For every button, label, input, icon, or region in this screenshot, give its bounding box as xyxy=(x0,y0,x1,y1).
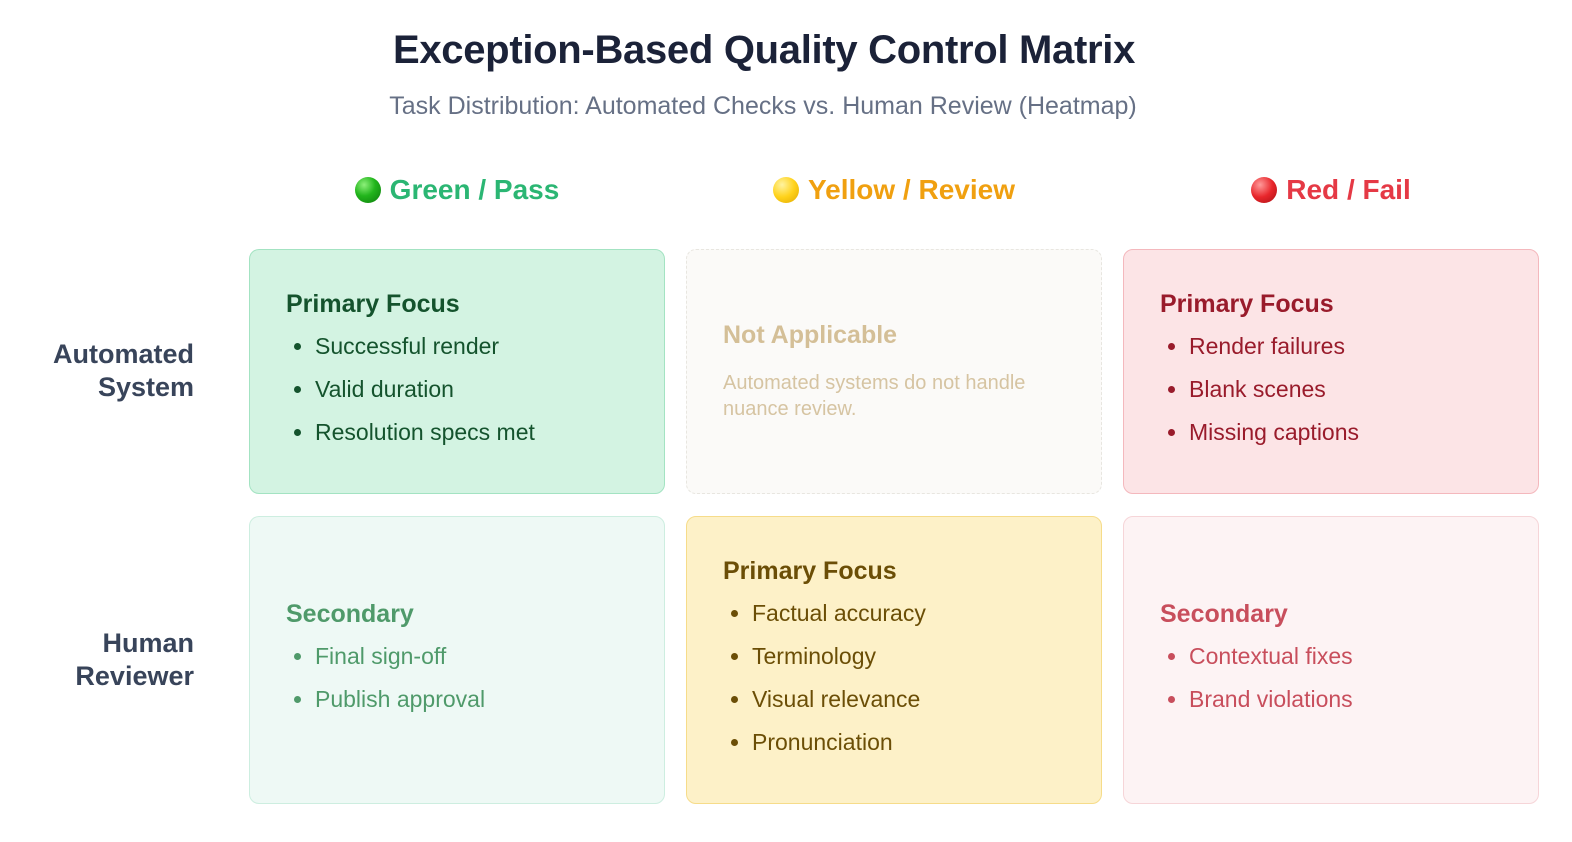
cell-list: Factual accuracy Terminology Visual rele… xyxy=(723,592,1065,764)
row-label-line: System xyxy=(97,372,194,402)
row-label-line: Automated xyxy=(53,339,194,369)
list-item: Resolution specs met xyxy=(286,411,628,454)
cell-human-green: Secondary Final sign-off Publish approva… xyxy=(249,516,665,804)
cell-human-yellow: Primary Focus Factual accuracy Terminolo… xyxy=(686,516,1102,804)
row-label-automated-system: Automated System xyxy=(0,338,194,404)
red-circle-icon xyxy=(1251,177,1278,203)
cell-automated-green: Primary Focus Successful render Valid du… xyxy=(249,249,665,494)
list-item: Pronunciation xyxy=(723,721,1065,764)
list-item: Brand violations xyxy=(1160,678,1502,721)
cell-description: Automated systems do not handle nuance r… xyxy=(723,372,1026,420)
page-title: Exception-Based Quality Control Matrix xyxy=(392,28,1136,72)
list-item: Visual relevance xyxy=(723,678,1065,721)
list-item: Factual accuracy xyxy=(723,592,1065,635)
list-item: Final sign-off xyxy=(286,635,628,678)
list-item: Missing captions xyxy=(1160,411,1502,454)
row-label-human-reviewer: Human Reviewer xyxy=(0,627,194,693)
cell-title: Primary Focus xyxy=(723,556,897,585)
cell-human-red: Secondary Contextual fixes Brand violati… xyxy=(1123,516,1539,804)
cell-list: Successful render Valid duration Resolut… xyxy=(286,325,628,454)
column-header-label: Green / Pass xyxy=(389,174,560,205)
list-item: Terminology xyxy=(723,635,1065,678)
cell-title: Secondary xyxy=(286,599,414,628)
cell-title: Primary Focus xyxy=(286,289,460,318)
row-label-line: Reviewer xyxy=(75,661,194,691)
cell-list: Contextual fixes Brand violations xyxy=(1160,635,1502,721)
green-circle-icon xyxy=(354,177,381,203)
list-item: Valid duration xyxy=(286,368,628,411)
list-item: Contextual fixes xyxy=(1160,635,1502,678)
list-item: Blank scenes xyxy=(1160,368,1502,411)
column-header-label: Yellow / Review xyxy=(808,174,1015,205)
column-header-green: Green / Pass xyxy=(249,174,665,206)
cell-automated-red: Primary Focus Render failures Blank scen… xyxy=(1123,249,1539,494)
column-header-red: Red / Fail xyxy=(1123,174,1539,206)
list-item: Successful render xyxy=(286,325,628,368)
cell-automated-yellow: Not Applicable Automated systems do not … xyxy=(686,249,1102,494)
cell-title: Not Applicable xyxy=(723,321,898,349)
column-header-label: Red / Fail xyxy=(1286,174,1411,205)
list-item: Publish approval xyxy=(286,678,628,721)
cell-title: Secondary xyxy=(1160,599,1288,628)
cell-list: Render failures Blank scenes Missing cap… xyxy=(1160,325,1502,454)
row-label-line: Human xyxy=(102,628,194,658)
yellow-circle-icon xyxy=(773,177,799,203)
cell-title: Primary Focus xyxy=(1160,289,1334,318)
column-header-yellow: Yellow / Review xyxy=(686,174,1102,206)
list-item: Render failures xyxy=(1160,325,1502,368)
page-subtitle: Task Distribution: Automated Checks vs. … xyxy=(389,92,1137,120)
cell-list: Final sign-off Publish approval xyxy=(286,635,628,721)
